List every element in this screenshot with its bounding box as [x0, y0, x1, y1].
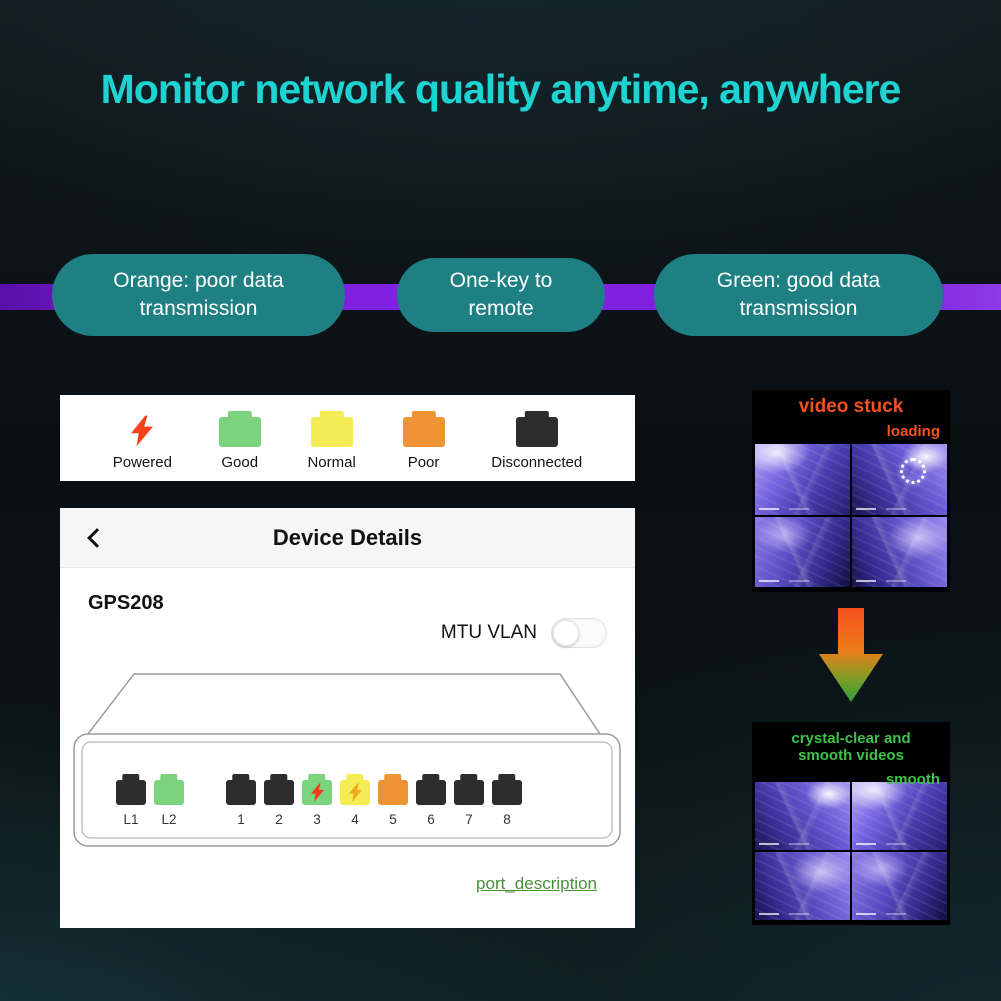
lightning-icon — [310, 783, 324, 802]
legend-label: Normal — [307, 454, 356, 471]
cctv-cell — [852, 782, 947, 850]
video-before-caption: video stuck — [798, 396, 904, 417]
port-description-link[interactable]: port_description — [476, 874, 597, 893]
legend-label: Poor — [407, 454, 440, 471]
ports-row: L1 L2 1 2 3 — [116, 774, 522, 827]
port-L1: L1 — [116, 774, 146, 827]
page-title: Monitor network quality anytime, anywher… — [100, 66, 902, 112]
port-L2: L2 — [154, 774, 184, 827]
lightning-icon — [348, 783, 362, 802]
port[interactable] — [116, 780, 146, 805]
device-header: Device Details — [60, 508, 635, 568]
port-8: 8 — [492, 774, 522, 827]
port-label: L1 — [123, 812, 139, 827]
callout-label: Orange: poor data transmission — [113, 268, 284, 320]
cctv-cell — [852, 852, 947, 920]
port-5: 5 — [378, 774, 408, 827]
port-icon — [218, 417, 261, 447]
switch-illustration — [73, 673, 621, 847]
port-7: 7 — [454, 774, 484, 827]
port-6: 6 — [416, 774, 446, 827]
video-after-caption: crystal-clear and smooth videos — [791, 730, 911, 765]
port-1: 1 — [226, 774, 256, 827]
smooth-label: smooth — [885, 771, 940, 788]
port[interactable] — [154, 780, 184, 805]
loading-label: loading — [886, 423, 940, 440]
port-2: 2 — [264, 774, 294, 827]
port-label: 6 — [427, 812, 435, 827]
cctv-cell — [852, 444, 947, 515]
callout-one-key-remote: One-key to remote — [397, 258, 605, 332]
callout-orange-poor: Orange: poor data transmission — [52, 254, 345, 336]
port-label: 8 — [503, 812, 511, 827]
port[interactable] — [302, 780, 332, 805]
port[interactable] — [340, 780, 370, 805]
cctv-cell — [755, 516, 850, 587]
device-model: GPS208 — [88, 592, 164, 614]
mtu-vlan-label: MTU VLAN — [440, 622, 537, 643]
port-label: L2 — [161, 812, 177, 827]
port[interactable] — [378, 780, 408, 805]
toggle-knob — [553, 620, 579, 646]
port-3: 3 — [302, 774, 332, 827]
legend-label: Good — [221, 454, 259, 471]
legend-item-disconnected: Disconnected — [491, 411, 582, 471]
loading-spinner-icon — [900, 458, 926, 484]
port-icon — [515, 417, 558, 447]
cctv-grid — [755, 444, 947, 587]
cctv-grid — [755, 782, 947, 920]
callout-label: Green: good data transmission — [716, 268, 881, 320]
port-label: 5 — [389, 812, 397, 827]
legend-label: Disconnected — [491, 454, 583, 471]
port-label: 1 — [237, 812, 245, 827]
down-arrow-icon — [819, 608, 883, 702]
legend-item-poor: Poor — [402, 411, 445, 471]
lightning-icon — [131, 411, 154, 447]
callout-green-good: Green: good data transmission — [654, 254, 943, 336]
legend-panel: Powered Good Normal Poor Disconnected — [60, 395, 635, 481]
port-label: 2 — [275, 812, 283, 827]
legend-item-good: Good — [218, 411, 261, 471]
callout-label: One-key to remote — [449, 268, 553, 320]
back-chevron-icon[interactable] — [87, 528, 107, 548]
legend-item-normal: Normal — [307, 411, 356, 471]
cctv-cell — [755, 852, 850, 920]
legend-label: Powered — [112, 454, 172, 471]
port-icon — [402, 417, 445, 447]
port-4: 4 — [340, 774, 370, 827]
legend-item-powered: Powered — [113, 411, 172, 471]
port[interactable] — [492, 780, 522, 805]
port-label: 7 — [465, 812, 473, 827]
port-label: 3 — [313, 812, 321, 827]
port-icon — [310, 417, 353, 447]
cctv-cell — [852, 516, 947, 587]
port-label: 4 — [351, 812, 359, 827]
video-before-card: video stuck loading — [752, 390, 950, 592]
video-after-card: crystal-clear and smooth videos smooth — [752, 722, 950, 925]
device-details-panel: Device Details GPS208 MTU VLAN L1 L2 — [60, 508, 635, 928]
port[interactable] — [416, 780, 446, 805]
mtu-vlan-toggle[interactable] — [551, 618, 607, 648]
device-title: Device Details — [272, 524, 423, 550]
cctv-cell — [755, 782, 850, 850]
port[interactable] — [226, 780, 256, 805]
port[interactable] — [264, 780, 294, 805]
port[interactable] — [454, 780, 484, 805]
cctv-cell — [755, 444, 850, 515]
